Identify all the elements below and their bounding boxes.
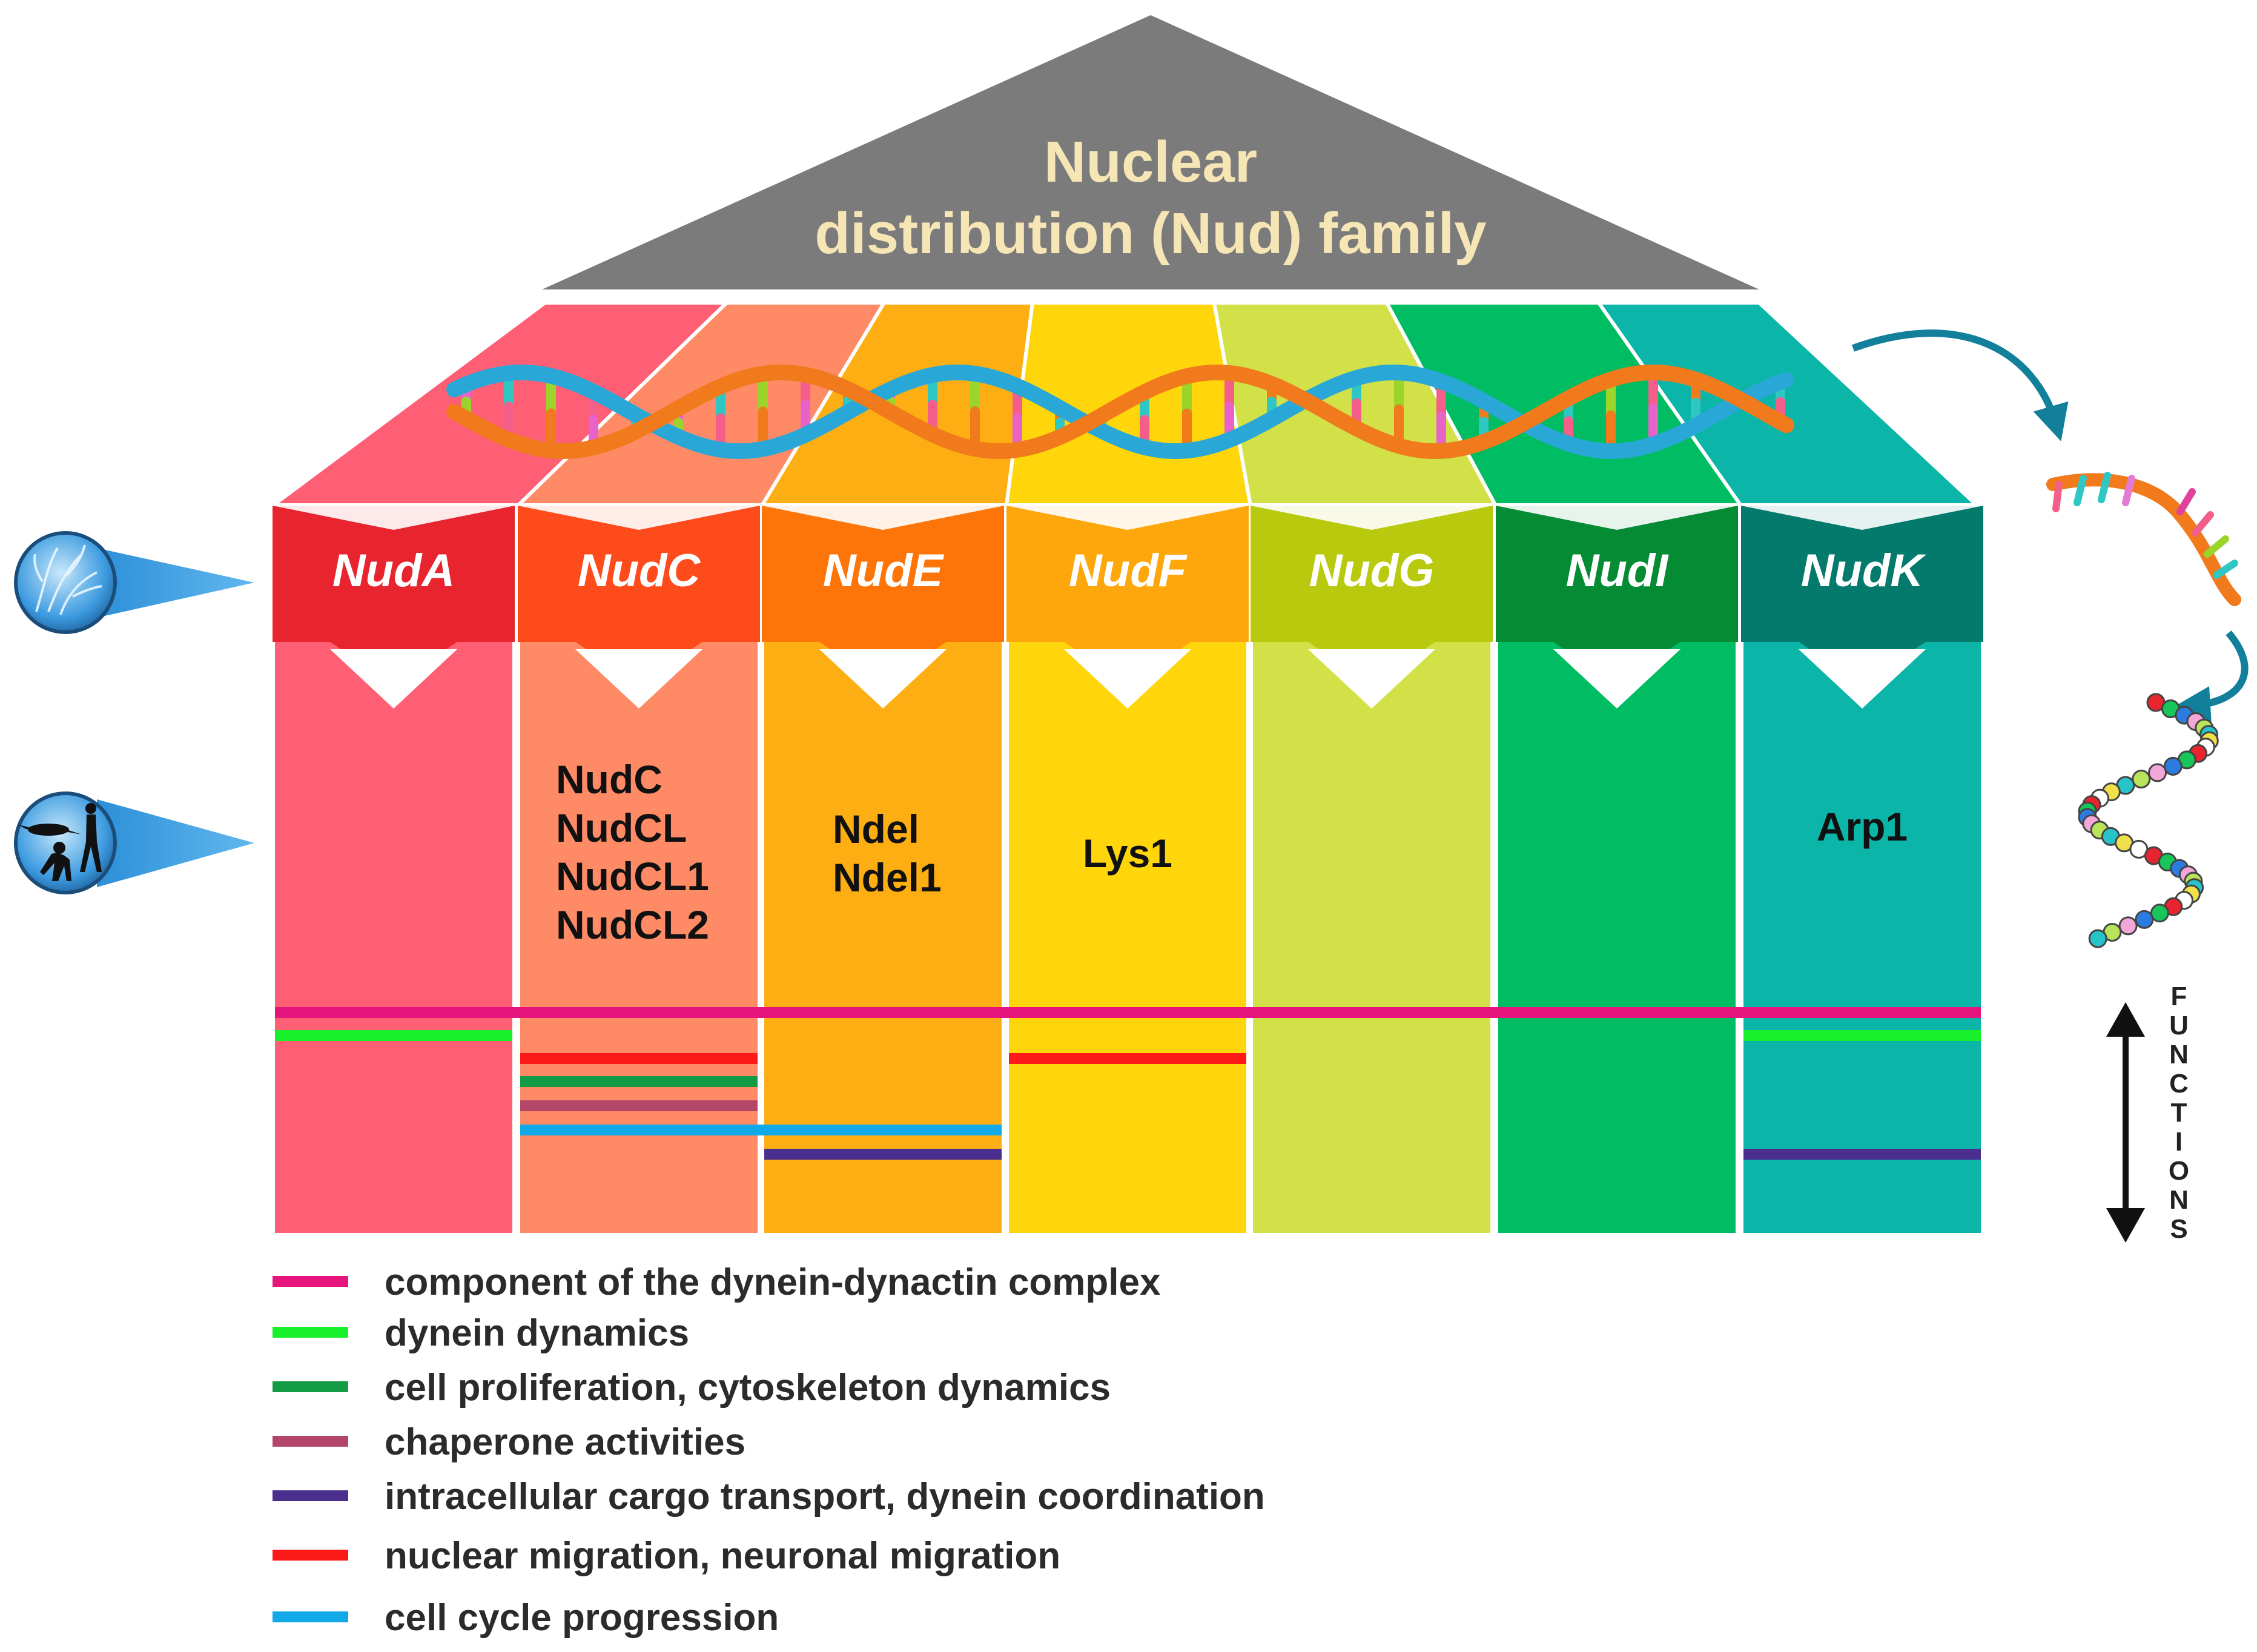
protein-chain-icon bbox=[2078, 693, 2219, 948]
column-notch-nudc bbox=[518, 506, 760, 530]
column-headers bbox=[273, 506, 1983, 709]
homolog-nudf-0: Lys1 bbox=[1083, 831, 1172, 876]
column-arrow-nude bbox=[819, 649, 947, 709]
legend-label-proliferation: cell proliferation, cytoskeleton dynamic… bbox=[385, 1367, 1111, 1409]
functions-letter-0: F bbox=[2171, 982, 2187, 1011]
legend-label-dynein-dynactin: component of the dynein-dynactin complex bbox=[385, 1261, 1161, 1303]
column-notch-nuda bbox=[273, 506, 515, 530]
homolog-nudc-2: NudCL1 bbox=[556, 854, 709, 899]
functions-arrow-down-icon bbox=[2106, 1208, 2145, 1243]
arrow-dna-to-rna bbox=[1851, 329, 2069, 441]
column-notch-nudg bbox=[1251, 506, 1493, 530]
homolog-labels: NudC NudCL NudCL1 NudCL2 Ndel Ndel1 Lys1… bbox=[556, 757, 1908, 947]
column-arrow-nudg bbox=[1308, 649, 1435, 709]
fungus-hyphae-icon bbox=[14, 531, 254, 634]
column-label-nudi: NudI bbox=[1566, 545, 1670, 596]
homolog-nudc-1: NudCL bbox=[556, 805, 687, 850]
human-evolution-icon bbox=[14, 791, 254, 894]
column-notch-nudk bbox=[1741, 506, 1983, 530]
function-lines bbox=[275, 1007, 1981, 1160]
column-header-nudg bbox=[1251, 506, 1493, 684]
functions-letter-4: T bbox=[2171, 1098, 2187, 1128]
homolog-nude-0: Ndel bbox=[833, 807, 919, 851]
dna-double-helix-icon bbox=[446, 364, 1794, 460]
column-header-nudk bbox=[1741, 506, 1983, 684]
column-labels: NudA NudC NudE NudF NudG NudI NudK bbox=[332, 545, 1927, 596]
column-header-nude bbox=[762, 506, 1004, 684]
column-arrow-nudc bbox=[575, 649, 702, 709]
functions-letter-2: N bbox=[2169, 1040, 2189, 1069]
column-arrow-nudk bbox=[1799, 649, 1926, 709]
title-line-2: distribution (Nud) family bbox=[815, 201, 1486, 266]
column-arrow-nuda bbox=[330, 649, 457, 709]
column-arrow-nudi bbox=[1553, 649, 1680, 709]
legend-label-cargo-transport: intracellular cargo transport, dynein co… bbox=[385, 1476, 1265, 1518]
column-arrow-nudf bbox=[1064, 649, 1191, 709]
homolog-nudk-0: Arp1 bbox=[1817, 804, 1908, 849]
legend-label-migration: nuclear migration, neuronal migration bbox=[385, 1535, 1060, 1577]
roof-triangle bbox=[542, 15, 1759, 289]
homolog-nudc-3: NudCL2 bbox=[556, 902, 709, 947]
homolog-nudc-0: NudC bbox=[556, 757, 663, 802]
column-header-nudc bbox=[518, 506, 760, 684]
legend-label-chaperone: chaperone activities bbox=[385, 1421, 745, 1463]
column-header-nuda bbox=[273, 506, 515, 684]
column-label-nude: NudE bbox=[823, 545, 945, 596]
functions-letter-1: U bbox=[2169, 1011, 2189, 1040]
column-label-nudf: NudF bbox=[1069, 545, 1188, 596]
column-notch-nude bbox=[762, 506, 1004, 530]
column-label-nudk: NudK bbox=[1801, 545, 1927, 596]
functions-letter-8: S bbox=[2170, 1214, 2187, 1244]
column-notch-nudi bbox=[1496, 506, 1738, 530]
functions-arrow-up-icon bbox=[2106, 1002, 2145, 1037]
column-label-nudc: NudC bbox=[578, 545, 701, 596]
column-label-nudg: NudG bbox=[1309, 545, 1435, 596]
functions-letter-7: N bbox=[2169, 1185, 2189, 1215]
functions-letter-6: O bbox=[2169, 1156, 2189, 1186]
column-header-nudi bbox=[1496, 506, 1738, 684]
column-notch-nudf bbox=[1006, 506, 1249, 530]
homolog-nude-1: Ndel1 bbox=[833, 855, 942, 900]
right-process-icons bbox=[1851, 329, 2249, 948]
legend-label-dynein-dynamics: dynein dynamics bbox=[385, 1312, 689, 1354]
functions-letter-3: C bbox=[2169, 1069, 2189, 1099]
rna-strand-icon bbox=[2046, 472, 2241, 606]
title-line-1: Nuclear bbox=[1044, 130, 1257, 194]
legend: component of the dynein-dynactin complex… bbox=[273, 1261, 1265, 1639]
arrow-rna-to-protein bbox=[2174, 630, 2249, 723]
functions-letter-5: I bbox=[2175, 1127, 2183, 1157]
column-label-nuda: NudA bbox=[332, 545, 455, 596]
column-header-nudf bbox=[1006, 506, 1249, 684]
legend-label-cell-cycle: cell cycle progression bbox=[385, 1597, 779, 1639]
